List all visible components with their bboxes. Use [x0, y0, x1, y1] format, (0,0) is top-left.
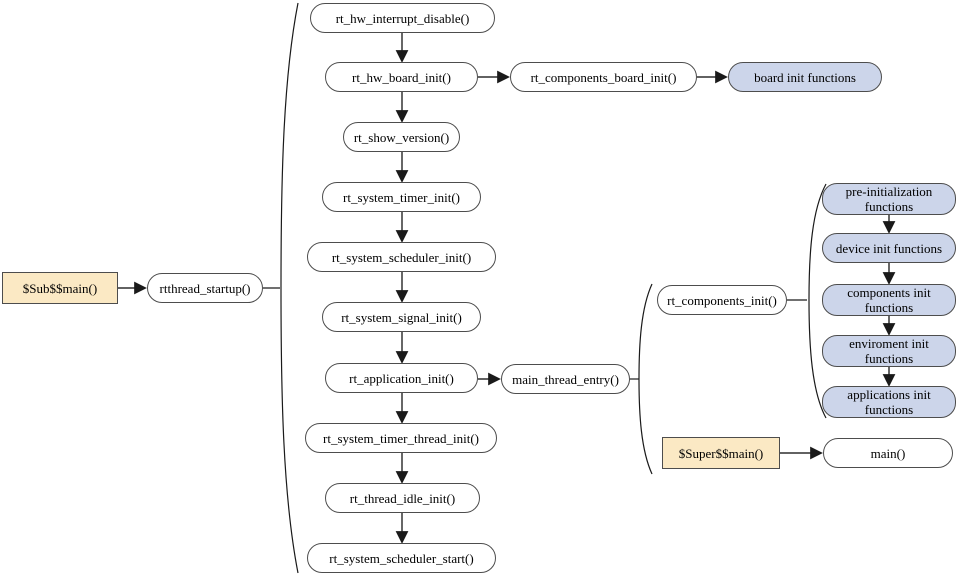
node-rt-hw-interrupt-disable: rt_hw_interrupt_disable()	[310, 3, 495, 33]
horizontal-arrows	[118, 70, 823, 460]
node-rt-system-timer-thread-init: rt_system_timer_thread_init()	[305, 423, 497, 453]
node-rt-thread-idle-init: rt_thread_idle_init()	[325, 483, 480, 513]
startup-brace	[280, 2, 299, 574]
node-super-main: $Super$$main()	[662, 437, 780, 469]
grouping-braces	[280, 2, 827, 574]
node-applications-init-functions: applications init functions	[822, 386, 956, 418]
node-rt-components-board-init: rt_components_board_init()	[510, 62, 697, 92]
brace-ticks	[263, 287, 807, 380]
node-main-thread-entry: main_thread_entry()	[501, 364, 630, 394]
components-brace	[808, 183, 827, 419]
node-rt-system-signal-init: rt_system_signal_init()	[322, 302, 481, 332]
node-rt-system-scheduler-start: rt_system_scheduler_start()	[307, 543, 496, 573]
node-pre-initialization-functions: pre-initialization functions	[822, 183, 956, 215]
node-rtthread-startup: rtthread_startup()	[147, 273, 263, 303]
node-rt-application-init: rt_application_init()	[325, 363, 478, 393]
node-main: main()	[823, 438, 953, 468]
node-components-init-functions: components init functions	[822, 284, 956, 316]
node-rt-system-scheduler-init: rt_system_scheduler_init()	[307, 242, 496, 272]
node-rt-components-init: rt_components_init()	[657, 285, 787, 315]
node-rt-show-version: rt_show_version()	[343, 122, 460, 152]
main-thread-brace	[638, 283, 653, 475]
node-rt-system-timer-init: rt_system_timer_init()	[322, 182, 481, 212]
node-rt-hw-board-init: rt_hw_board_init()	[325, 62, 478, 92]
node-device-init-functions: device init functions	[822, 233, 956, 263]
node-board-init-functions: board init functions	[728, 62, 882, 92]
node-sub-main: $Sub$$main()	[2, 272, 118, 304]
node-environment-init-functions: enviroment init functions	[822, 335, 956, 367]
